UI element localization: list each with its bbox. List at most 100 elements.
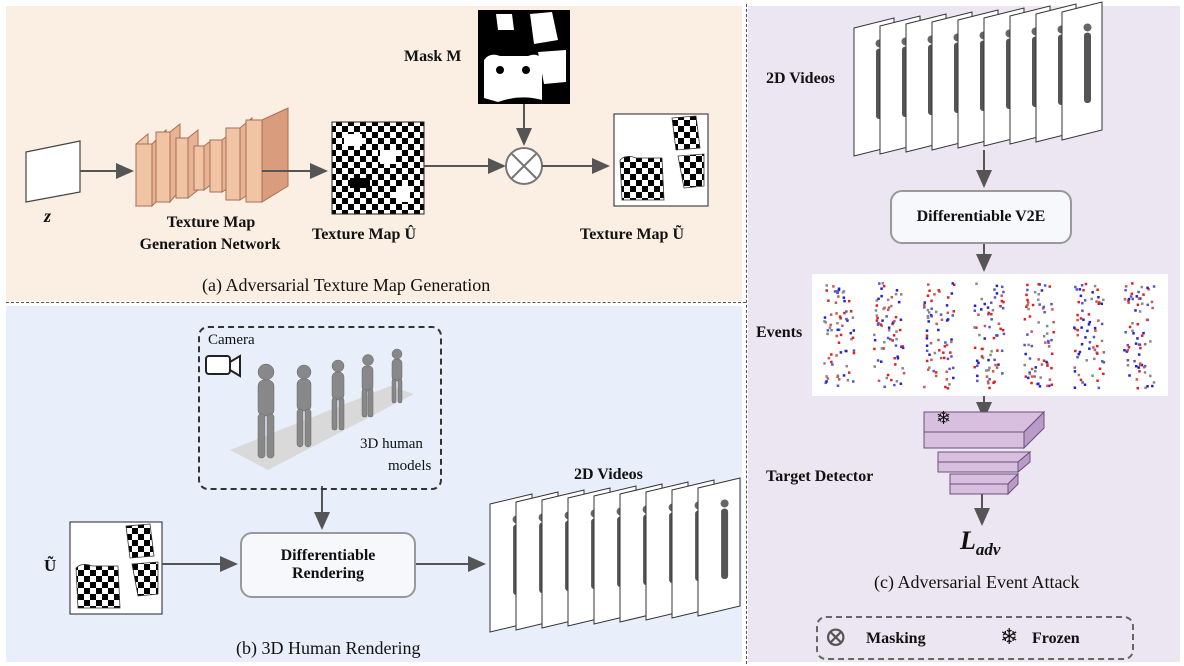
event-dot	[880, 294, 883, 298]
event-dot	[923, 385, 926, 389]
event-dot	[1140, 334, 1144, 337]
event-dot	[1138, 370, 1141, 373]
event-dot	[825, 380, 828, 383]
event-dot	[849, 310, 853, 313]
event-dot	[945, 370, 949, 374]
event-dot	[830, 353, 833, 356]
event-dot	[836, 321, 839, 325]
event-dot	[1026, 333, 1029, 336]
event-dot	[1091, 291, 1094, 294]
event-dot	[1026, 283, 1029, 287]
event-dot	[1088, 340, 1092, 344]
event-dot	[952, 376, 955, 380]
event-dot	[841, 291, 845, 294]
event-dot	[952, 310, 956, 313]
texture-map-u-tilde-label: Texture Map Ũ	[580, 226, 684, 243]
render-label-line2: Rendering	[292, 565, 364, 582]
event-dot	[937, 328, 940, 332]
event-dot	[1039, 376, 1042, 379]
event-dot	[951, 366, 955, 370]
event-dot	[876, 323, 880, 326]
event-dot	[1030, 330, 1033, 333]
event-dot	[1034, 366, 1038, 369]
event-dot	[842, 374, 846, 377]
event-dot	[837, 328, 841, 332]
event-dot	[882, 347, 885, 350]
event-dot	[938, 349, 941, 352]
event-dot	[933, 351, 937, 355]
event-dot	[1077, 352, 1081, 356]
event-dot	[926, 314, 930, 318]
event-dot	[1127, 299, 1130, 302]
panel-b-caption: (b) 3D Human Rendering	[236, 638, 421, 658]
event-dot	[839, 317, 842, 320]
event-dot	[1096, 352, 1099, 355]
event-dot	[1033, 290, 1037, 294]
event-dot	[1087, 313, 1091, 316]
event-dot	[975, 359, 979, 363]
event-dot	[894, 292, 898, 296]
event-dot	[882, 307, 885, 311]
event-dot	[1045, 324, 1049, 328]
event-dot	[1150, 300, 1154, 304]
event-dot	[983, 337, 986, 340]
event-dot	[1030, 344, 1034, 348]
event-dot	[1098, 367, 1102, 371]
event-dot	[939, 356, 943, 360]
event-dot	[1000, 299, 1004, 303]
event-dot	[1047, 345, 1051, 348]
event-dot	[993, 358, 996, 362]
event-dot	[827, 299, 830, 302]
event-dot	[994, 363, 997, 367]
event-dot	[995, 292, 999, 295]
event-dot	[894, 344, 898, 347]
event-dot	[1045, 332, 1049, 335]
event-dot	[1126, 364, 1130, 367]
event-dot	[991, 370, 995, 373]
event-dot	[1140, 363, 1144, 367]
event-dot	[1124, 288, 1127, 292]
event-dot	[826, 329, 830, 332]
video-frames-c	[853, 1, 1103, 157]
event-dot	[1081, 381, 1084, 384]
event-dot	[873, 338, 877, 342]
event-dot	[985, 375, 989, 378]
event-dot	[845, 310, 848, 313]
event-dot	[1151, 384, 1154, 388]
event-dot	[1041, 307, 1045, 310]
event-dot	[881, 282, 885, 285]
event-dot	[937, 289, 940, 292]
event-dot	[839, 333, 843, 337]
event-dot	[1136, 303, 1140, 307]
events-label: Events	[756, 324, 803, 341]
event-dot	[1073, 366, 1076, 369]
event-dot	[1037, 321, 1040, 324]
event-dot	[886, 308, 890, 312]
event-dot	[888, 337, 892, 341]
event-dot	[1052, 320, 1055, 324]
event-dot	[929, 341, 933, 345]
event-dot	[1082, 318, 1085, 321]
event-dot	[1030, 375, 1034, 378]
event-dot	[878, 282, 881, 285]
event-dot	[986, 380, 990, 383]
event-dot	[890, 378, 893, 382]
event-dot	[1129, 295, 1133, 298]
differentiable-rendering-box: Differentiable Rendering	[240, 532, 416, 598]
event-dot	[1037, 358, 1040, 361]
event-dot	[895, 330, 898, 333]
event-dot	[893, 356, 896, 360]
event-dot	[1028, 315, 1032, 318]
event-dot	[1045, 360, 1048, 364]
event-dot	[836, 328, 840, 332]
event-dot	[1073, 326, 1076, 329]
event-dot	[1074, 349, 1077, 353]
event-dot	[1046, 364, 1049, 367]
event-dot	[1139, 346, 1142, 350]
event-dot	[1037, 282, 1040, 286]
event-dot	[1046, 339, 1050, 343]
event-dot	[1028, 372, 1032, 376]
event-dot	[1136, 386, 1139, 390]
video-frame	[1061, 1, 1103, 141]
event-dot	[834, 301, 838, 304]
